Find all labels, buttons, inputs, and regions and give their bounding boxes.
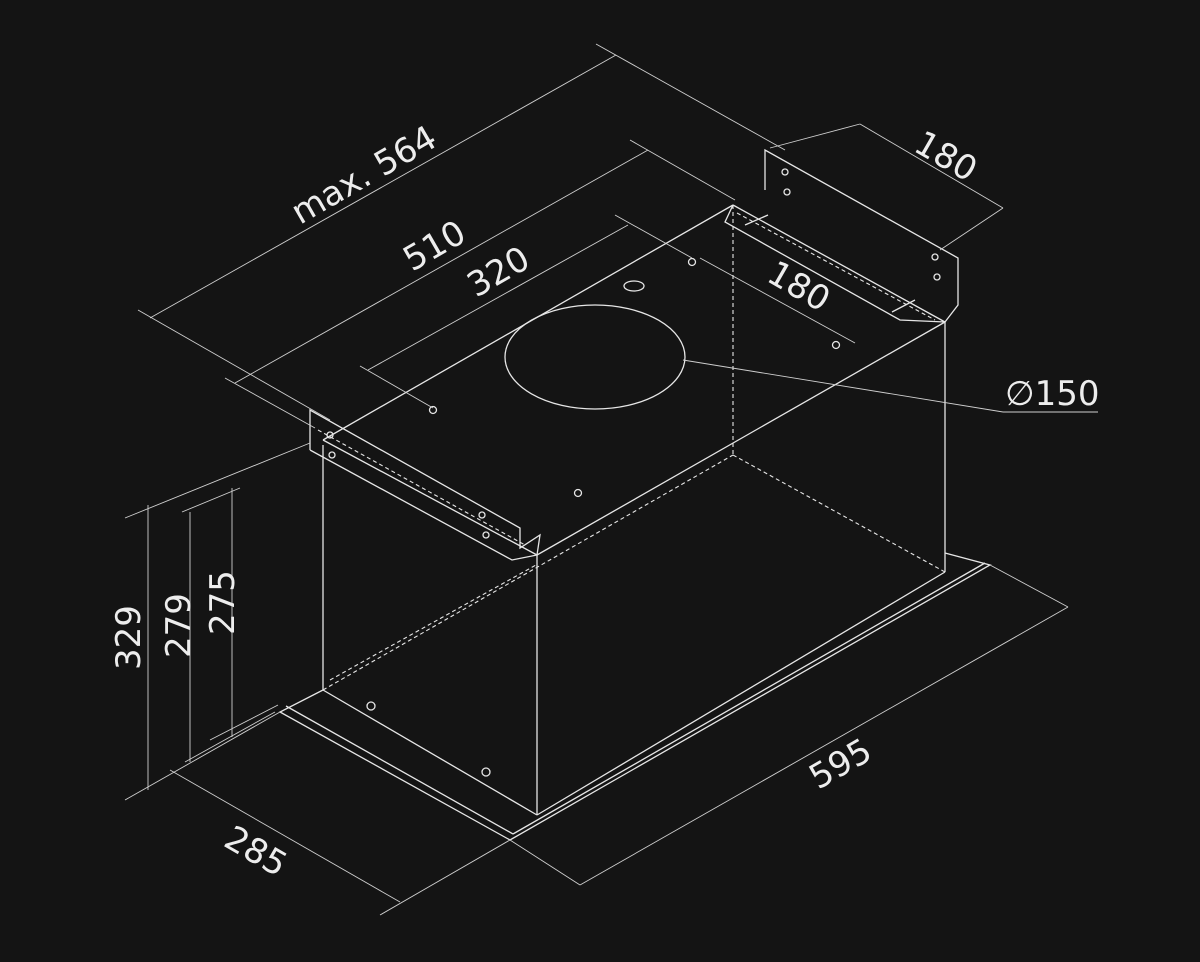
dim-max-564: max. 564 [285,118,444,233]
base-plate [278,552,992,841]
left-bracket [309,408,541,561]
dim-320: 320 [461,239,537,306]
dim-285: 285 [218,818,294,885]
dimension-lines [124,43,1098,916]
outlet-hole [366,257,841,777]
dim-180-bracket: 180 [908,123,984,190]
dim-180-holes: 180 [761,253,837,320]
dim-275: 275 [203,570,243,635]
dim-595: 595 [803,731,879,798]
dim-329: 329 [109,605,149,670]
housing-box [322,204,946,816]
dim-diameter-150: ∅150 [1005,374,1100,414]
dim-279: 279 [159,593,199,658]
right-bracket [724,148,959,323]
